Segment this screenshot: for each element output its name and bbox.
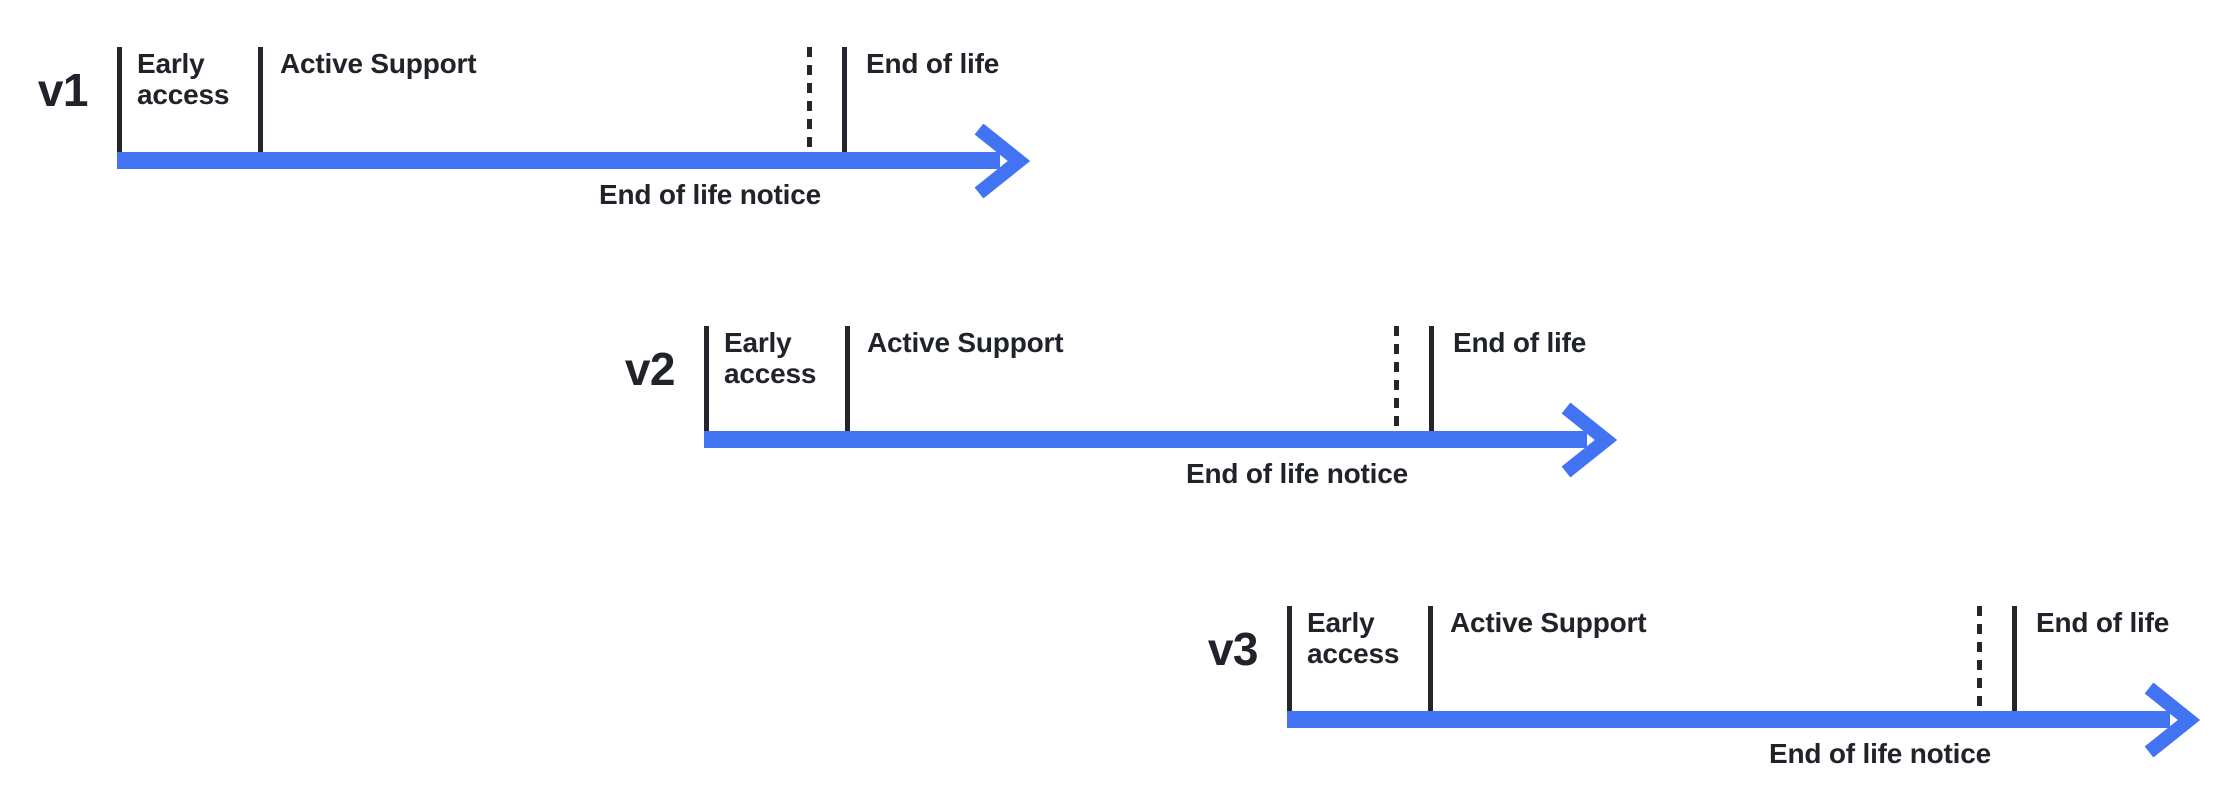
end-of-life-tick xyxy=(1429,326,1434,431)
early-access-start-tick xyxy=(1287,606,1292,711)
timeline-arrow-head-icon xyxy=(2144,683,2201,757)
timeline-arrow-shaft xyxy=(704,431,1587,448)
phase-label-end-of-life: End of life xyxy=(1453,327,1587,358)
phase-label-end-of-life-notice: End of life notice xyxy=(1769,738,1991,769)
end-of-life-tick xyxy=(2012,606,2017,711)
version-label: v1 xyxy=(37,64,89,116)
phase-label-end-of-life: End of life xyxy=(866,48,1000,79)
phase-label-early-access: Early access xyxy=(1307,607,1400,669)
phase-label-active-support: Active Support xyxy=(867,327,1064,358)
phase-label-end-of-life-notice: End of life notice xyxy=(1186,458,1408,489)
phase-label-early-access: Early access xyxy=(724,327,817,389)
eol-notice-dashed-line xyxy=(1394,326,1399,431)
version-label: v3 xyxy=(1207,623,1259,675)
timeline-arrow-shaft xyxy=(1287,711,2170,728)
active-support-start-tick xyxy=(258,47,263,152)
phase-label-active-support: Active Support xyxy=(1450,607,1647,638)
phase-label-active-support: Active Support xyxy=(280,48,477,79)
eol-notice-dashed-line xyxy=(807,47,812,152)
early-access-start-tick xyxy=(117,47,122,152)
timeline-arrow-head-icon xyxy=(1561,403,1618,477)
early-access-start-tick xyxy=(704,326,709,431)
timeline-v1: v1 Early access Active Support End of li… xyxy=(0,40,1060,225)
phase-label-end-of-life: End of life xyxy=(2036,607,2170,638)
timeline-v2: v2 Early access Active Support End of li… xyxy=(587,319,1647,504)
active-support-start-tick xyxy=(845,326,850,431)
timeline-v3: v3 Early access Active Support End of li… xyxy=(1170,599,2228,784)
version-label: v2 xyxy=(624,343,676,395)
active-support-start-tick xyxy=(1428,606,1433,711)
end-of-life-tick xyxy=(842,47,847,152)
eol-notice-dashed-line xyxy=(1977,606,1982,711)
phase-label-early-access: Early access xyxy=(137,48,230,110)
timeline-arrow-head-icon xyxy=(974,124,1031,198)
phase-label-end-of-life-notice: End of life notice xyxy=(599,179,821,210)
timeline-arrow-shaft xyxy=(117,152,1000,169)
